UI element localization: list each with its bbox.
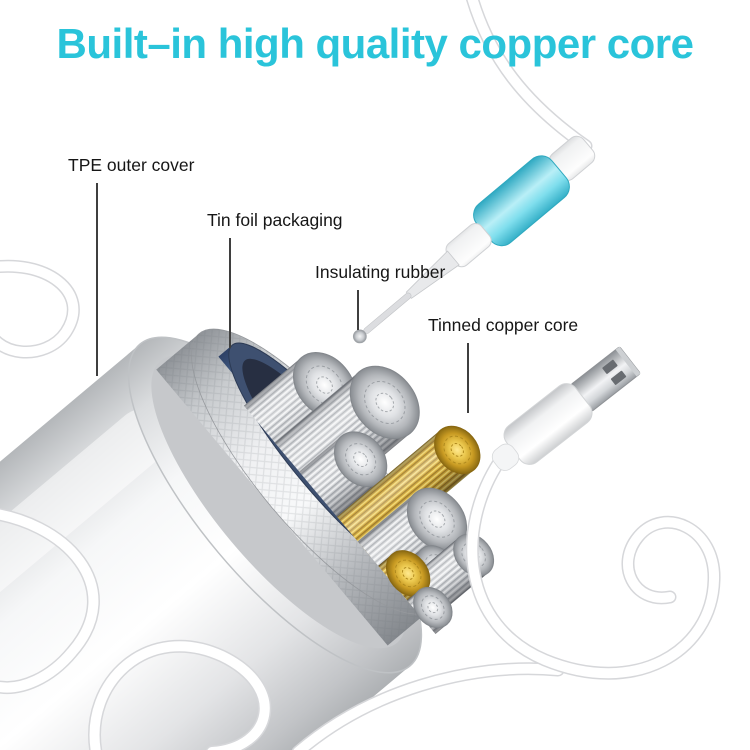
outer-jacket-body	[0, 344, 410, 750]
leader-line-insulating-rubber	[357, 290, 359, 330]
probe-tip	[352, 329, 367, 344]
usb-a-connector	[491, 346, 641, 471]
page-title: Built–in high quality copper core	[56, 20, 694, 67]
tinned-copper-core-gold	[337, 425, 481, 557]
leader-line-tpe-outer-cover	[96, 183, 98, 376]
callout-label-insulating-rubber: Insulating rubber	[315, 262, 446, 282]
callout-label-tinned-copper-core: Tinned copper core	[428, 315, 579, 335]
usb-cable-loop	[465, 455, 721, 680]
usb-contact-hole	[610, 370, 627, 385]
leader-line-tinned-copper-core	[467, 343, 469, 413]
main-cable-cutaway	[0, 328, 495, 750]
callout-label-tpe-outer-cover: TPE outer cover	[68, 155, 195, 175]
tinned-copper-core-gold	[378, 550, 431, 605]
stranded-wire-silver	[407, 586, 453, 635]
stranded-wire-silver	[243, 352, 357, 461]
usb-contact-hole	[602, 359, 618, 374]
callout-label-tin-foil-packaging: Tin foil packaging	[207, 210, 343, 230]
probe-cable	[466, 0, 593, 153]
stranded-wire-silver	[299, 431, 388, 518]
leader-line-tin-foil-packaging	[229, 238, 231, 348]
cable-loop-bottom-left	[0, 508, 565, 750]
cable-curl-top-left	[0, 259, 80, 359]
otoscope-probe	[352, 135, 596, 344]
